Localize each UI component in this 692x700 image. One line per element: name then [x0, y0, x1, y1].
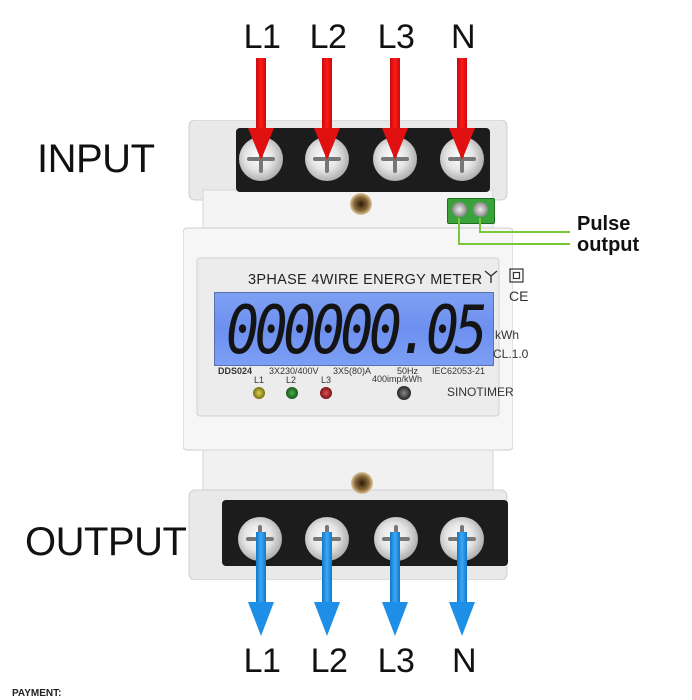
input-terminal-screw-l3[interactable] [373, 137, 417, 181]
input-terminal-label-l3: L3 [377, 18, 415, 56]
meter-title: 3PHASE 4WIRE ENERGY METER [248, 272, 483, 288]
voltage-label: 3X230/400V [269, 366, 319, 376]
frequency-label: 50Hz [397, 366, 419, 376]
input-terminal-screw-n[interactable] [440, 137, 484, 181]
led-label-l3: L3 [321, 375, 332, 385]
led-l2-indicator [286, 387, 298, 399]
input-terminal-label-l1: L1 [243, 18, 281, 56]
output-terminal-screw-l1[interactable] [238, 517, 282, 561]
pulse-terminal-screw-2[interactable] [473, 202, 488, 217]
pulse-output-label: Pulse output [577, 214, 639, 256]
input-terminal-screw-l2[interactable] [305, 137, 349, 181]
input-terminal-label-l2: L2 [309, 18, 347, 56]
output-terminal-label-l3: L3 [377, 642, 415, 680]
wye-symbol-icon [483, 268, 499, 284]
standard-label: IEC62053-21 [432, 366, 486, 376]
input-label: INPUT [37, 137, 155, 181]
lcd-display [214, 292, 494, 366]
output-label: OUTPUT [25, 520, 187, 564]
current-label: 3X5(80)A [333, 366, 372, 376]
pulse-label-line1: Pulse [577, 213, 631, 235]
pulse-led-indicator [397, 386, 411, 400]
input-terminal-screw-l1[interactable] [239, 137, 283, 181]
double-insulation-icon [509, 268, 524, 283]
footer-text: PAYMENT: [12, 688, 62, 699]
led-l3-indicator [320, 387, 332, 399]
pulse-label-line2: output [577, 234, 640, 256]
output-terminal-label-l1: L1 [243, 642, 281, 680]
led-label-l1: L1 [254, 375, 265, 385]
input-terminal-label-n: N [450, 18, 476, 56]
brand-label: SINOTIMER [447, 385, 514, 399]
output-terminal-label-n: N [451, 642, 477, 680]
mounting-screw-bottom [351, 472, 373, 494]
mounting-screw-top [350, 193, 372, 215]
output-terminal-screw-n[interactable] [440, 517, 484, 561]
output-terminal-screw-l3[interactable] [374, 517, 418, 561]
output-terminal-label-l2: L2 [310, 642, 348, 680]
class-label: CL.1.0 [493, 347, 529, 361]
model-label: DDS024 [218, 366, 253, 376]
lcd-reading: 000000.05 [226, 291, 488, 369]
output-terminal-screw-l2[interactable] [305, 517, 349, 561]
led-label-l2: L2 [286, 375, 297, 385]
pulse-terminal-screw-1[interactable] [452, 202, 467, 217]
ce-mark: CE [509, 288, 529, 304]
impulse-label: 400imp/kWh [372, 374, 423, 384]
led-l1-indicator [253, 387, 265, 399]
unit-label: kWh [495, 328, 519, 342]
